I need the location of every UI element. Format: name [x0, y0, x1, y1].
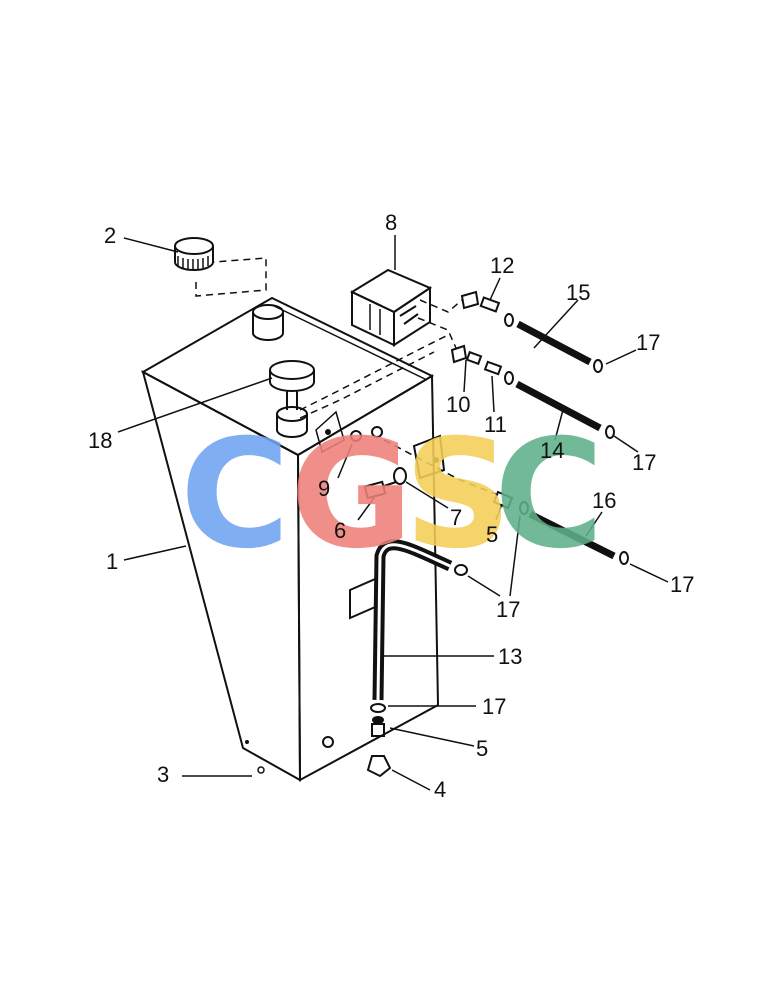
watermark-letter-s: S — [404, 408, 512, 582]
callout-17-second: 17 — [632, 450, 656, 475]
callout-numbers: 2 8 12 15 17 18 10 11 14 17 9 7 6 5 16 1… — [88, 210, 694, 802]
callout-12: 12 — [490, 253, 514, 278]
callout-8: 8 — [385, 210, 397, 235]
fittings-upper — [450, 290, 514, 385]
gauge-cap — [269, 360, 315, 410]
callout-17-right: 17 — [670, 572, 694, 597]
hoses — [515, 320, 629, 565]
callout-16: 16 — [592, 488, 616, 513]
callout-11: 11 — [484, 412, 507, 437]
callout-5-upper: 5 — [486, 522, 498, 547]
watermark-letter-g: G — [290, 408, 413, 582]
watermark-letter-c2: C — [494, 408, 604, 582]
callout-9: 9 — [318, 476, 330, 501]
breather-filter — [349, 268, 433, 347]
callout-18: 18 — [88, 428, 112, 453]
callout-1: 1 — [106, 549, 118, 574]
callout-13: 13 — [498, 644, 522, 669]
callout-17-middle: 17 — [496, 597, 520, 622]
callout-5-lower: 5 — [476, 736, 488, 761]
callout-4: 4 — [434, 777, 446, 802]
drain-hose — [349, 539, 453, 778]
callout-7: 7 — [450, 505, 462, 530]
callout-17-lower: 17 — [482, 694, 506, 719]
filler-cap — [174, 237, 214, 271]
callout-3: 3 — [157, 762, 169, 787]
watermark-letter-c1: C — [180, 408, 290, 582]
watermark: C G S C — [180, 408, 604, 582]
callout-17-top: 17 — [636, 330, 660, 355]
callout-6: 6 — [334, 518, 346, 543]
bracket-fittings — [363, 434, 529, 576]
callout-14: 14 — [540, 438, 564, 463]
callout-10: 10 — [446, 392, 470, 417]
tank-body — [140, 296, 440, 782]
callout-2: 2 — [104, 223, 116, 248]
callout-15: 15 — [566, 280, 590, 305]
leader-lines — [117, 235, 669, 791]
